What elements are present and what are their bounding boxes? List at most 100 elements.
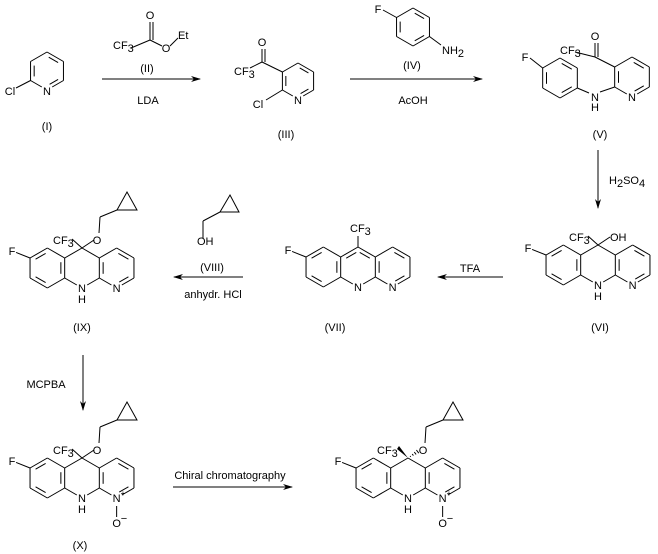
bond — [444, 462, 455, 470]
compound-label-IV: (IV) — [403, 60, 421, 72]
reagent-lda: LDA — [137, 95, 159, 107]
bond — [425, 419, 444, 428]
hash-bond — [411, 453, 414, 456]
bond — [632, 244, 651, 256]
bond — [390, 487, 404, 496]
atom-n: N — [628, 92, 636, 104]
atom-o: O — [93, 235, 102, 247]
atom-n: N — [294, 95, 302, 107]
bond — [412, 36, 430, 47]
charge-plus: + — [121, 489, 126, 498]
compound-label-II: (II) — [140, 63, 153, 75]
charge-plus: + — [447, 489, 452, 498]
bond — [99, 209, 118, 218]
bond — [542, 87, 561, 99]
bond — [414, 12, 425, 20]
cyclopropyl-ring — [116, 190, 138, 211]
bond — [355, 487, 374, 499]
bond — [559, 57, 578, 69]
bond — [47, 277, 65, 289]
bond — [529, 57, 543, 69]
bond — [407, 457, 426, 469]
compound-label-VIII: (VIII) — [200, 262, 224, 274]
atom-cf3: CF3 — [53, 235, 74, 250]
bond — [602, 274, 616, 283]
bond — [51, 80, 64, 88]
bond — [64, 247, 83, 259]
atom-cf3: CF3 — [113, 40, 134, 55]
bond — [580, 244, 599, 256]
reagent-hcl: anhydr. HCl — [184, 289, 241, 301]
atom-cf3: CF3 — [377, 445, 398, 460]
atom-oh: OH — [197, 236, 214, 248]
bond — [98, 426, 101, 444]
bond — [265, 89, 283, 101]
bond — [636, 86, 650, 95]
atom-h: H — [594, 291, 602, 303]
hash-bond — [415, 449, 420, 454]
atom-cf3: CF3 — [234, 66, 255, 81]
atom-f: F — [375, 4, 382, 16]
bond — [357, 246, 376, 258]
atom-n-plus: N — [113, 493, 121, 505]
bond — [614, 56, 633, 68]
bond — [361, 486, 372, 494]
atom-h: H — [404, 504, 412, 516]
charge-minus: − — [121, 513, 127, 525]
bond — [29, 457, 48, 469]
bond — [64, 277, 78, 286]
bond — [361, 462, 372, 470]
bond — [545, 244, 564, 256]
bond — [359, 251, 371, 259]
compound-label-VI: (VI) — [591, 322, 609, 334]
bond — [121, 487, 135, 496]
bond — [355, 457, 374, 469]
bond — [599, 86, 615, 93]
bond — [542, 57, 561, 69]
bond — [99, 247, 117, 259]
bond — [396, 7, 414, 18]
bond — [375, 246, 393, 258]
bond — [425, 487, 438, 496]
bond — [15, 462, 31, 469]
bond — [169, 37, 179, 47]
bond — [35, 276, 46, 284]
wedge-bond — [397, 446, 408, 458]
bond — [15, 252, 31, 259]
bond — [302, 89, 314, 97]
atom-cf3: CF3 — [53, 445, 74, 460]
bond — [561, 62, 573, 70]
bond — [412, 487, 426, 496]
bond — [99, 277, 112, 286]
bond — [597, 244, 616, 256]
compound-label-V: (V) — [593, 129, 608, 141]
bond — [71, 448, 83, 459]
bond — [29, 247, 48, 259]
bond — [64, 487, 78, 496]
bond — [375, 276, 388, 285]
cyclopropyl-ring — [442, 400, 464, 421]
atom-f: F — [285, 245, 292, 257]
atom-h: H — [78, 504, 86, 516]
bond — [81, 457, 100, 469]
reagent-acoh: AcOH — [398, 95, 427, 107]
atom-cf3: CF3 — [569, 232, 590, 247]
bond — [49, 78, 59, 85]
atom-cf3: CF3 — [560, 45, 581, 60]
bond — [563, 244, 581, 256]
bond — [29, 487, 48, 499]
atom-n: N — [78, 283, 86, 295]
bond — [390, 457, 409, 469]
reagent-chiral-chromatography: Chiral chromatography — [174, 470, 286, 482]
bond — [86, 487, 100, 496]
atom-n: N — [591, 92, 599, 104]
bond — [577, 87, 590, 94]
atom-f: F — [335, 456, 342, 468]
bond — [71, 238, 83, 249]
bond — [397, 276, 411, 285]
bond — [373, 457, 391, 469]
bond — [118, 252, 129, 260]
atom-o: O — [419, 445, 428, 457]
charge-minus: − — [447, 513, 453, 525]
bond — [35, 486, 46, 494]
